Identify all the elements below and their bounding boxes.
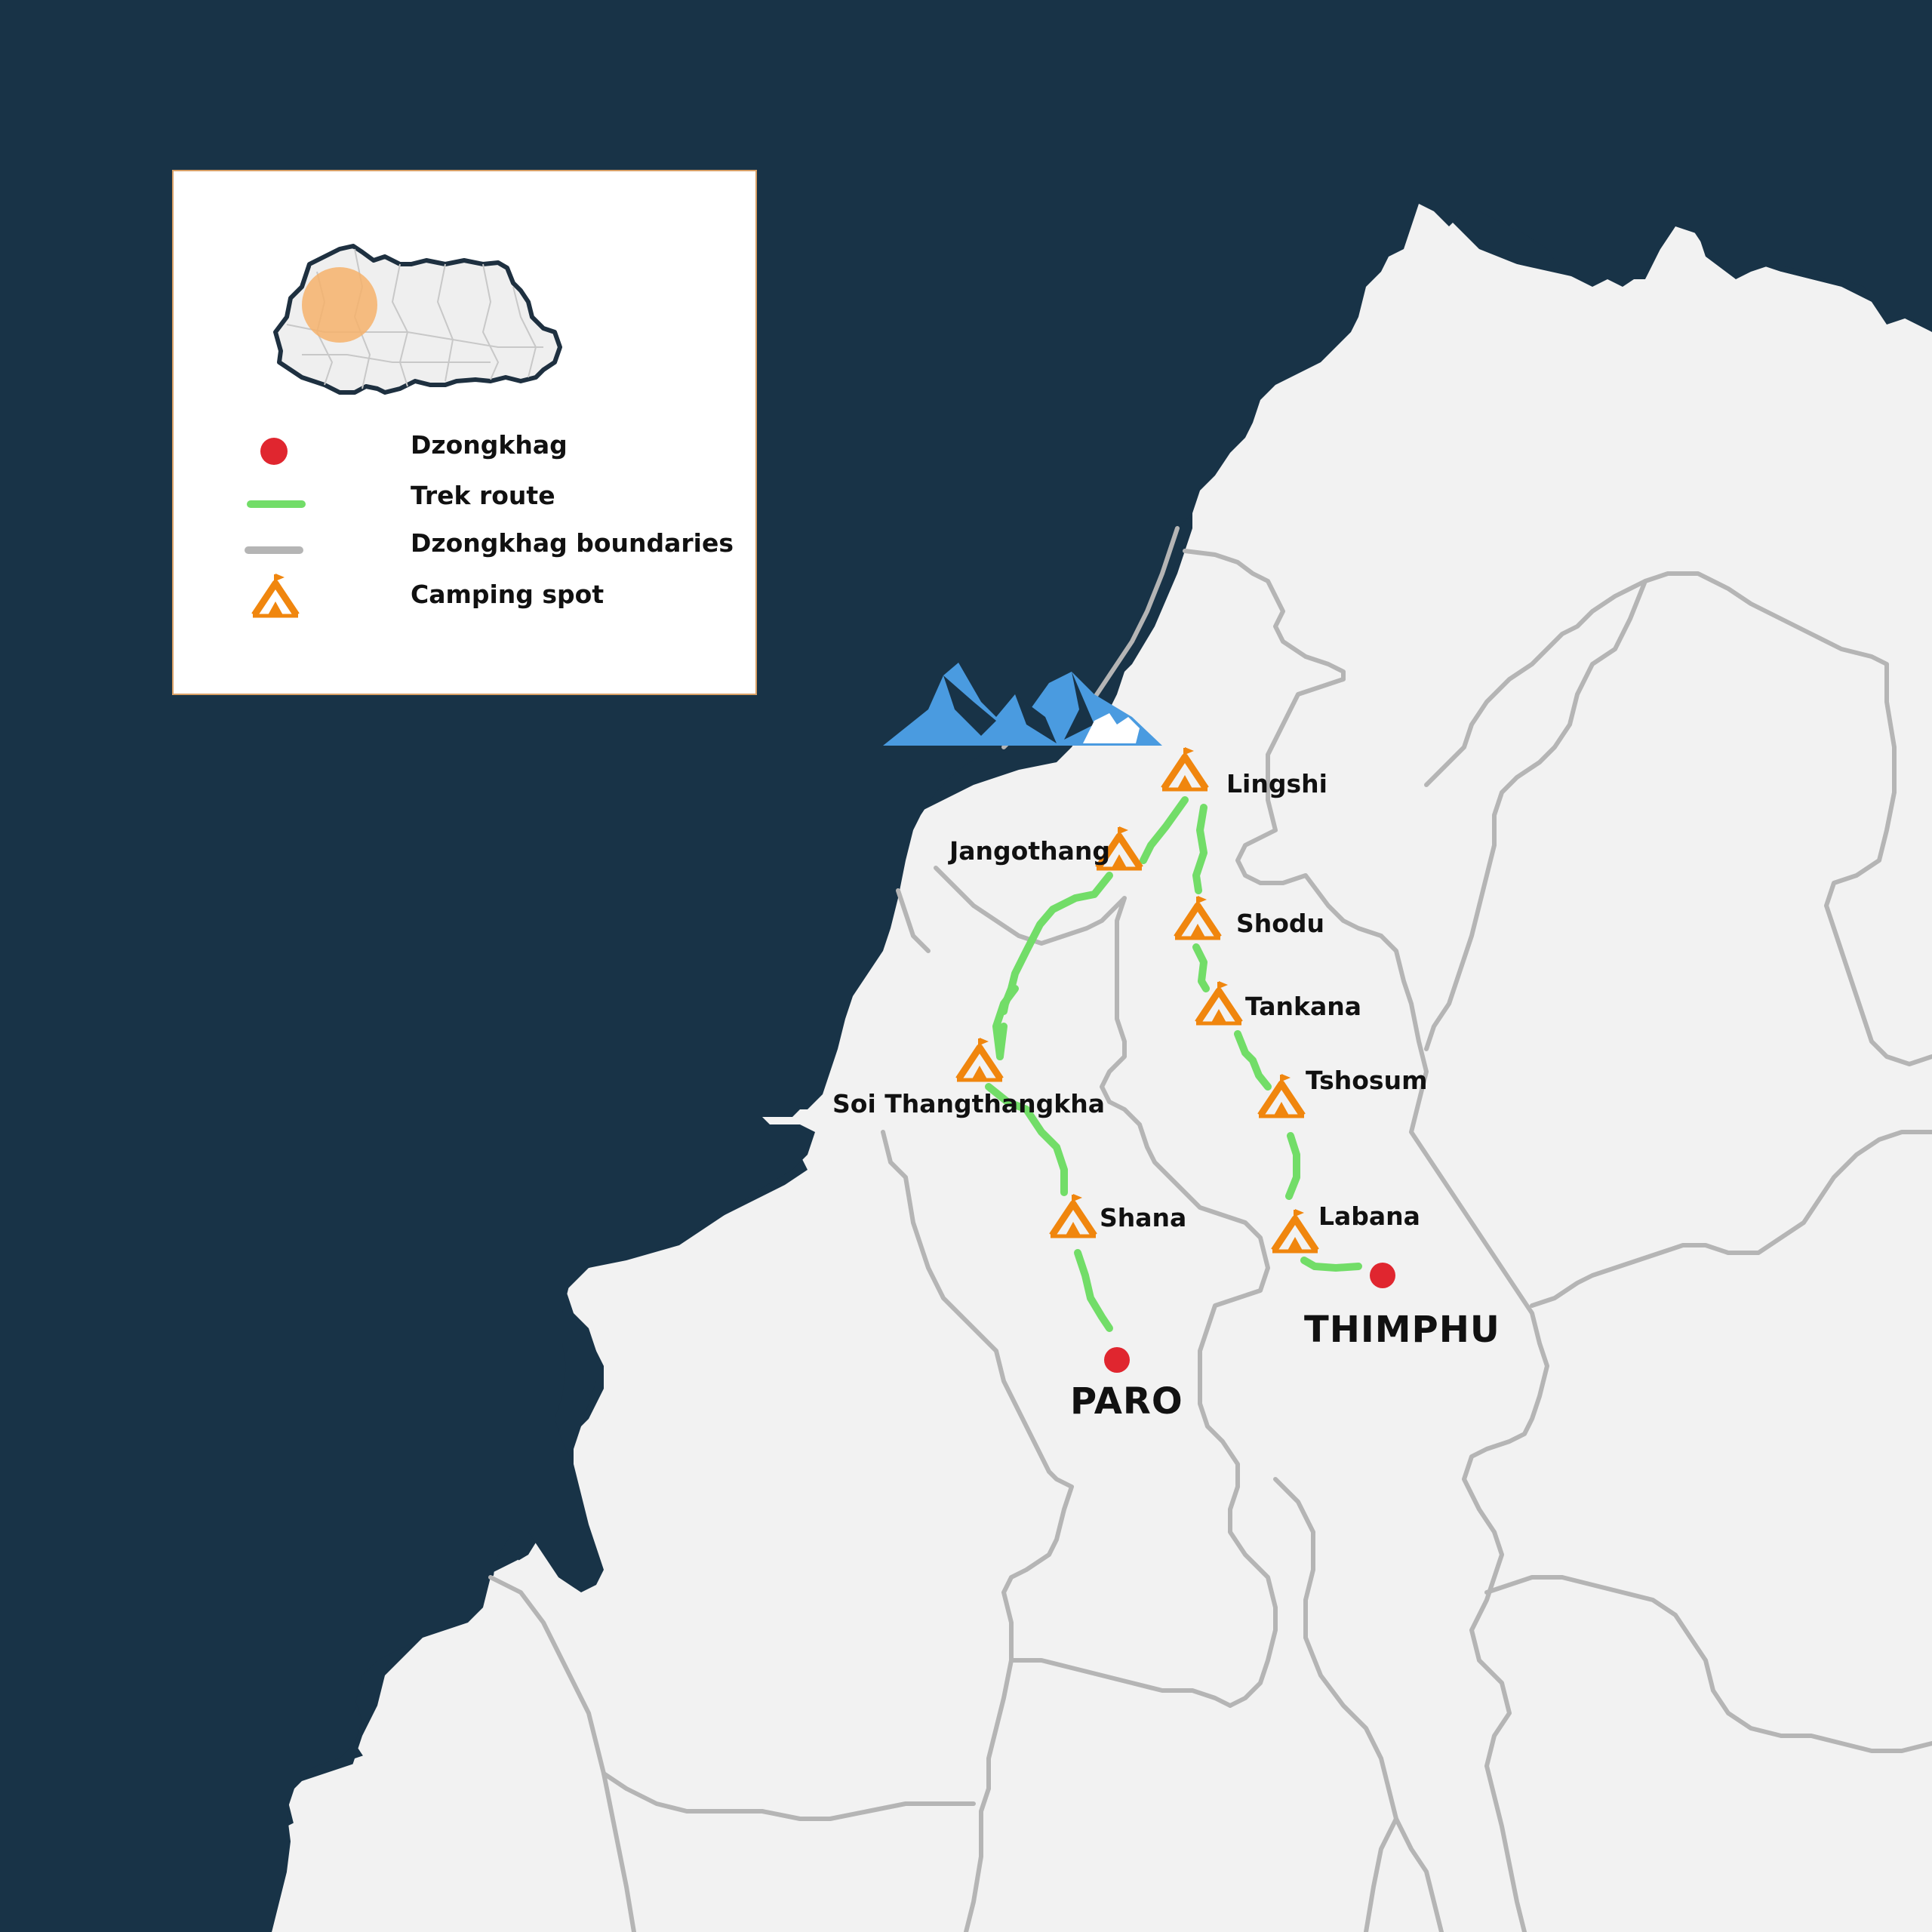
camp-tankana[interactable]: Tankana xyxy=(1196,981,1361,1023)
legend-item-camping: Camping spot xyxy=(253,574,604,616)
camp-soi-thangthangkha[interactable]: Soi Thangthangkha xyxy=(832,1038,1105,1118)
legend-label: Dzongkhag xyxy=(411,430,568,460)
legend-box: Dzongkhag Trek route Dzongkhag boundarie… xyxy=(172,170,757,695)
mountain-icon xyxy=(883,663,1162,746)
trek-route-thimphu-segment-4 xyxy=(1285,1132,1300,1200)
legend-item-dzongkhag: Dzongkhag xyxy=(260,430,568,465)
dzongkhag-boundaries xyxy=(488,526,1932,1932)
dzongkhag-dot-icon xyxy=(1370,1263,1395,1288)
legend-label: Camping spot xyxy=(411,580,604,609)
trek-route xyxy=(985,796,1362,1332)
camp-labana[interactable]: Labana xyxy=(1272,1201,1420,1251)
camp-shodu[interactable]: Shodu xyxy=(1175,896,1324,938)
trek-route-thimphu-segment-3 xyxy=(1234,1030,1272,1091)
camp-label: Jangothang xyxy=(948,836,1110,866)
trek-route-paro-segment-5 xyxy=(1074,1249,1113,1332)
camp-label: Tankana xyxy=(1245,992,1361,1021)
camp-shana[interactable]: Shana xyxy=(1051,1194,1186,1236)
camp-label: Lingshi xyxy=(1226,769,1327,798)
city-thimphu[interactable]: THIMPHU xyxy=(1304,1263,1500,1351)
camp-lingshi[interactable]: Lingshi xyxy=(1162,747,1327,798)
trek-route-thimphu-segment-1 xyxy=(1192,804,1208,894)
camp-label: Soi Thangthangkha xyxy=(832,1089,1105,1118)
camp-jangothang[interactable]: Jangothang xyxy=(948,826,1142,869)
trek-route-paro-segment-4 xyxy=(985,1083,1068,1196)
camp-label: Labana xyxy=(1318,1201,1420,1231)
trek-route-paro-segment-2 xyxy=(1140,796,1189,864)
legend-item-trek-route: Trek route xyxy=(247,481,555,510)
city-paro[interactable]: PARO xyxy=(1070,1347,1183,1423)
camp-tshosum[interactable]: Tshosum xyxy=(1259,1066,1427,1116)
red-dot-icon xyxy=(260,438,288,465)
trek-route-thimphu-segment-5 xyxy=(1300,1257,1362,1272)
trek-route-thimphu-segment-2 xyxy=(1192,943,1210,992)
legend-label: Trek route xyxy=(411,481,555,510)
legend-label: Dzongkhag boundaries xyxy=(411,528,734,558)
city-label: PARO xyxy=(1070,1380,1183,1423)
dzongkhag-dot-icon xyxy=(1104,1347,1130,1373)
camp-label: Tshosum xyxy=(1306,1066,1427,1095)
city-label: THIMPHU xyxy=(1304,1309,1500,1351)
inset-locator-map xyxy=(273,244,562,395)
region-highlight xyxy=(302,267,377,343)
camp-label: Shana xyxy=(1100,1203,1186,1232)
land-southwest-tip xyxy=(287,1208,1283,1932)
trek-route-paro-segment-6 xyxy=(996,1023,1008,1060)
legend-item-boundaries: Dzongkhag boundaries xyxy=(245,528,734,558)
camp-label: Shodu xyxy=(1236,909,1324,938)
